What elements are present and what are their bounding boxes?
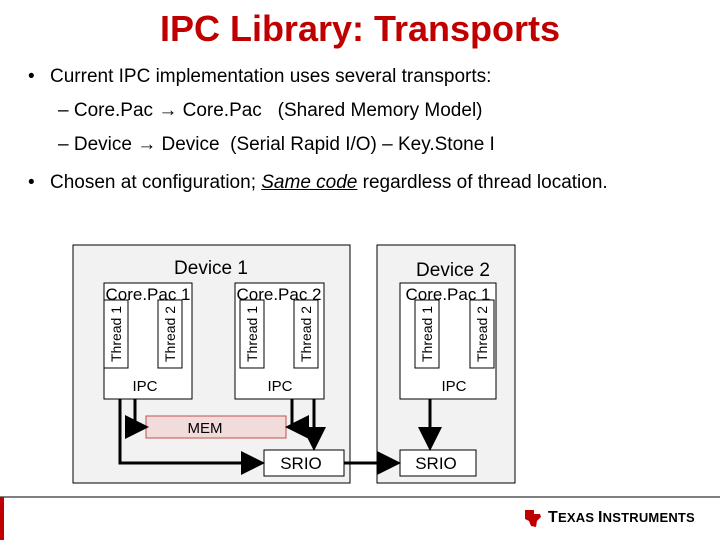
device2-label: Device 2 bbox=[416, 260, 490, 281]
device1-label: Device 1 bbox=[174, 258, 248, 279]
bullet-transports-text: Current IPC implementation uses several … bbox=[50, 66, 492, 87]
b2-suffix: regardless of thread location. bbox=[357, 172, 608, 193]
thread1-label: Thread 1 bbox=[244, 306, 260, 362]
sub2-prefix: – Device bbox=[58, 134, 132, 155]
thread1-label: Thread 1 bbox=[419, 306, 435, 362]
d1-corepac2-ipc: IPC bbox=[267, 378, 292, 395]
sub1-suffix: Core.Pac (Shared Memory Model) bbox=[182, 100, 483, 121]
sub2-suffix: Device (Serial Rapid I/O) – Key.Stone I bbox=[161, 134, 495, 155]
thread-box bbox=[239, 299, 265, 369]
slide-title: IPC Library: Transports bbox=[159, 8, 561, 49]
d2-corepac1-ipc: IPC bbox=[441, 378, 466, 395]
thread-box bbox=[103, 299, 129, 369]
thread2-label: Thread 2 bbox=[474, 306, 490, 362]
footer-bar bbox=[0, 496, 720, 540]
d1-corepac1-label: Core.Pac 1 bbox=[105, 285, 190, 304]
thread1-label: Thread 1 bbox=[108, 306, 124, 362]
b2-prefix: Chosen at configuration; bbox=[50, 172, 262, 193]
b2-underlined: Same code bbox=[261, 172, 358, 193]
ti-logo-icon bbox=[525, 510, 541, 527]
d1-corepac1-ipc: IPC bbox=[132, 378, 157, 395]
mem-label: MEM bbox=[188, 420, 223, 437]
bullet-transports: • Current IPC implementation uses several… bbox=[28, 66, 491, 88]
thread-box bbox=[414, 299, 440, 369]
thread-box bbox=[293, 299, 319, 369]
sub1-prefix: – Core.Pac bbox=[58, 100, 154, 121]
thread2-label: Thread 2 bbox=[162, 306, 178, 362]
d2-srio-label: SRIO bbox=[415, 454, 457, 473]
connection-lines bbox=[118, 399, 442, 475]
ti-wordmark: TEXAS INSTRUMENTS bbox=[548, 509, 695, 526]
thread-box bbox=[469, 299, 495, 369]
ti-logo: TEXAS INSTRUMENTS bbox=[522, 506, 695, 530]
sub-bullet-device: – Device → Device (Serial Rapid I/O) – K… bbox=[58, 134, 495, 156]
d1-srio-label: SRIO bbox=[280, 454, 322, 473]
bullet-dot: • bbox=[28, 66, 35, 87]
d2-srio-box bbox=[399, 449, 477, 477]
sub-bullet-corepac: – Core.Pac → Core.Pac (Shared Memory Mod… bbox=[58, 100, 483, 122]
thread2-label: Thread 2 bbox=[298, 306, 314, 362]
d1-corepac2-label: Core.Pac 2 bbox=[236, 285, 321, 304]
d2-corepac1-label: Core.Pac 1 bbox=[405, 285, 490, 304]
arrow-icon: → bbox=[137, 134, 157, 155]
arrow-icon: → bbox=[158, 100, 178, 121]
thread-box bbox=[157, 299, 183, 369]
bullet-configuration: • Chosen at configuration; Same code rega… bbox=[28, 172, 608, 194]
bullet-dot: • bbox=[28, 172, 35, 193]
